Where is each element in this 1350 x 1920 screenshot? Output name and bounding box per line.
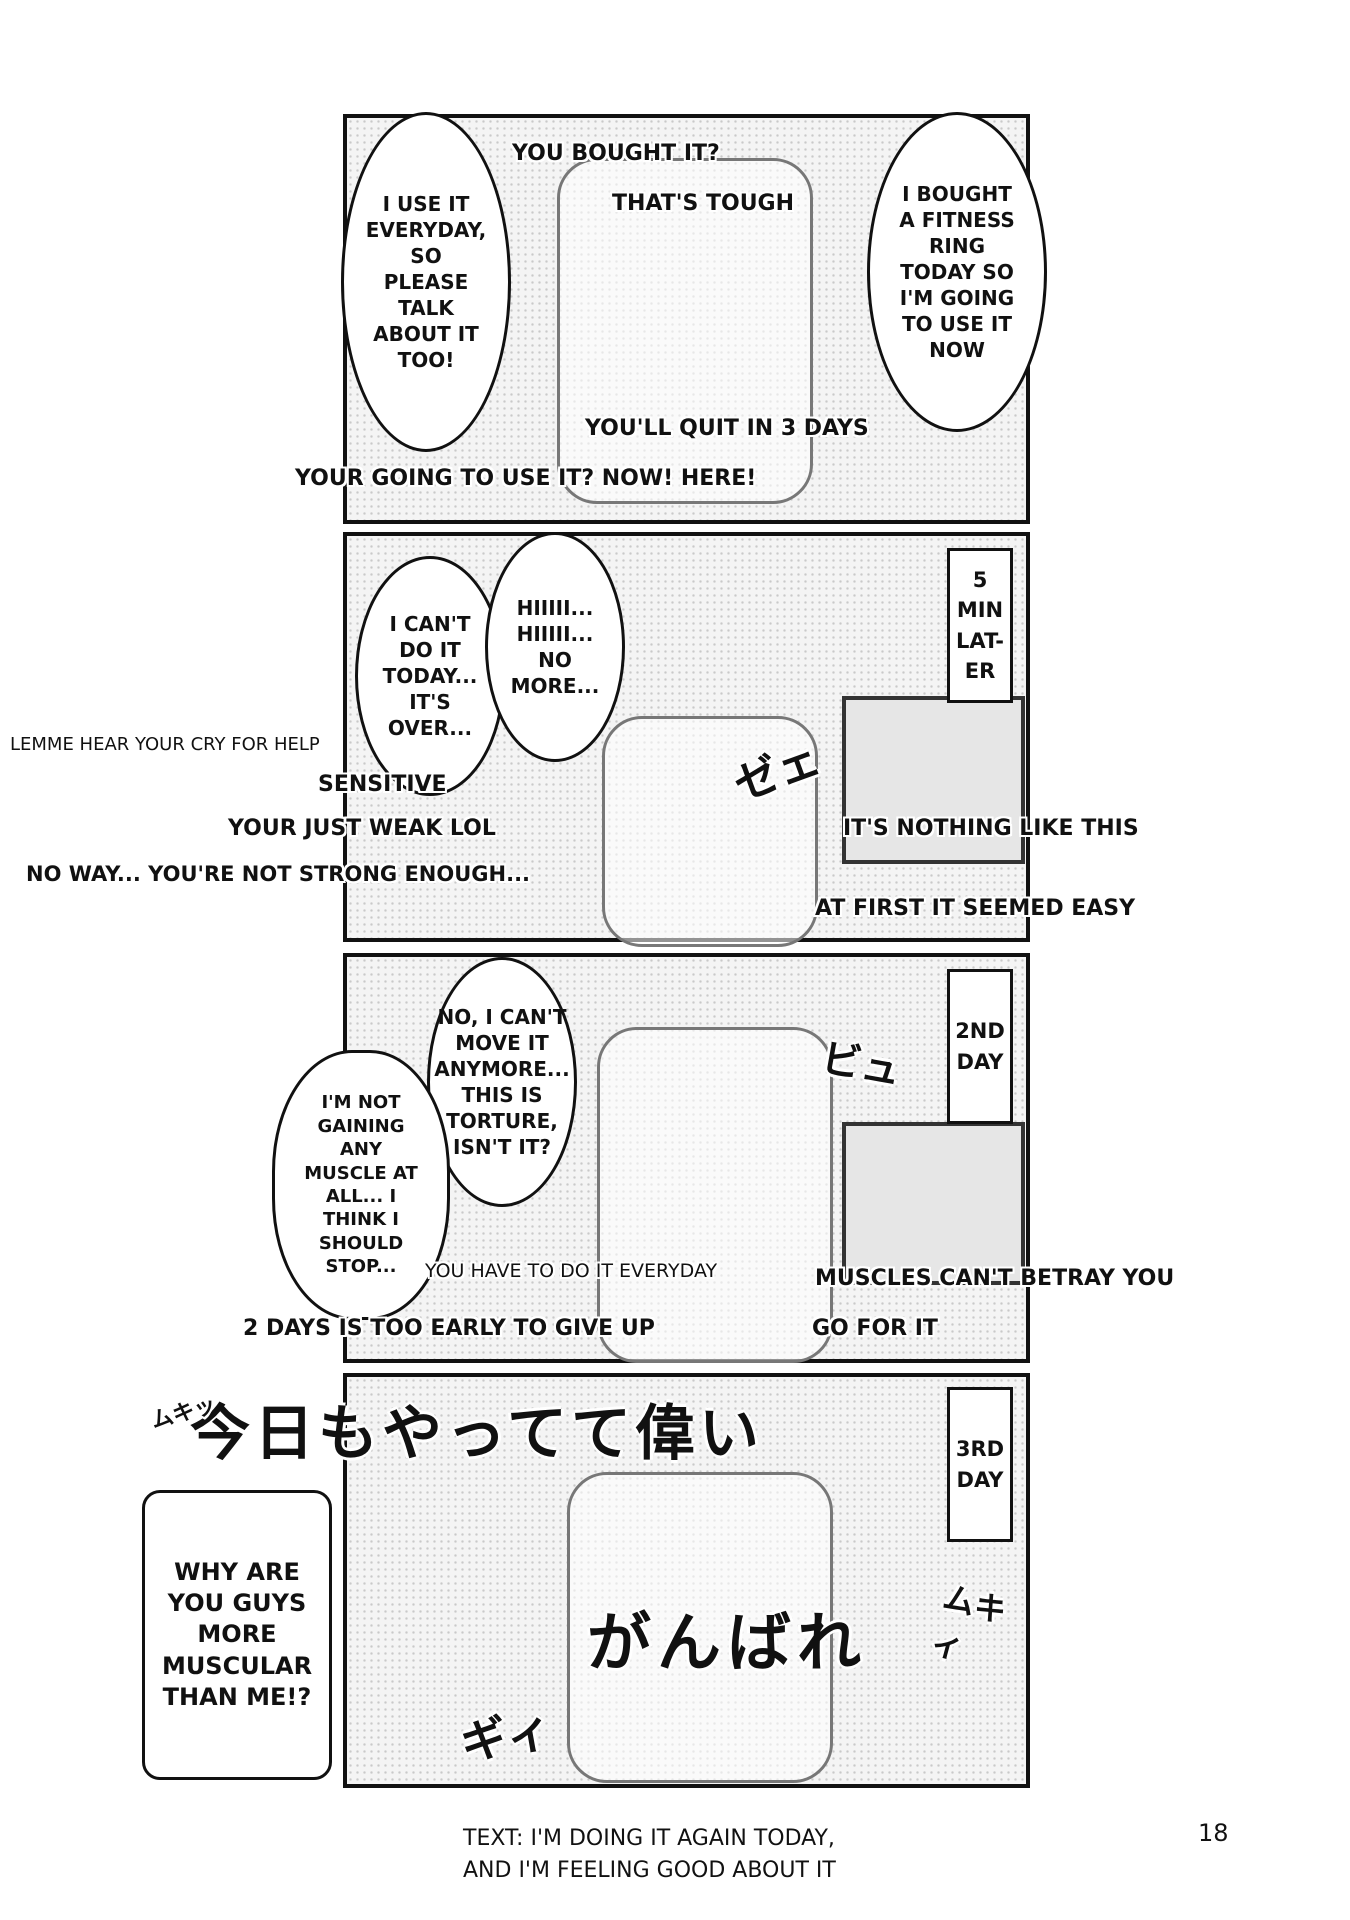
panel-3-art	[597, 1027, 833, 1363]
footer-note-line-2: AND I'M FEELING GOOD ABOUT IT	[463, 1858, 836, 1883]
panel-2-art	[602, 716, 818, 947]
panel-4-sfx-3: ムキィ	[927, 1577, 1011, 1668]
footer-note-line-1: TEXT: I'M DOING IT AGAIN TODAY,	[463, 1826, 835, 1851]
panel-3-caption: 2ND DAY	[947, 969, 1013, 1124]
panel-2-caption: 5 MIN LAT- ER	[947, 548, 1013, 703]
panel-1-art	[557, 158, 813, 504]
panel-3-chat-4: GO FOR IT	[812, 1316, 938, 1341]
panel-4-caption: 3RD DAY	[947, 1387, 1013, 1542]
panel-3-tv	[842, 1122, 1025, 1285]
panel-1-bubble-right-text: I BOUGHT A FITNESS RING TODAY SO I'M GOI…	[899, 182, 1015, 362]
panel-2-bubble-left: I CAN'T DO IT TODAY... IT'S OVER...	[355, 556, 505, 796]
panel-2: I CAN'T DO IT TODAY... IT'S OVER... HIII…	[343, 532, 1030, 947]
panel-2-chat-4: NO WAY... YOU'RE NOT STRONG ENOUGH...	[26, 862, 531, 886]
panel-2-bubble-right: HIIIII... HIIIII... NO MORE...	[485, 532, 625, 762]
panel-1-chat-1: YOU BOUGHT IT?	[512, 141, 720, 166]
panel-2-bubble-right-text: HIIIII... HIIIII... NO MORE...	[510, 596, 600, 698]
panel-1-chat-4: YOUR GOING TO USE IT? NOW! HERE!	[295, 466, 757, 491]
panel-4: 3RD DAY がんばれ ムキィ	[343, 1373, 1030, 1788]
panel-3-bubble-right: NO, I CAN'T MOVE IT ANYMORE... THIS IS T…	[427, 957, 577, 1207]
panel-3-bubble-right-text: NO, I CAN'T MOVE IT ANYMORE... THIS IS T…	[434, 1005, 570, 1159]
panel-3-chat-1: YOU HAVE TO DO IT EVERYDAY	[425, 1260, 718, 1282]
panel-1-bubble-right: I BOUGHT A FITNESS RING TODAY SO I'M GOI…	[867, 112, 1047, 432]
panel-2-chat-2: SENSITIVE	[318, 772, 447, 797]
panel-2-caption-text: 5 MIN LAT- ER	[956, 567, 1004, 683]
panel-2-tv	[842, 696, 1025, 864]
panel-4-art	[567, 1472, 833, 1783]
panel-2-chat-6: AT FIRST IT SEEMED EASY	[815, 896, 1136, 921]
panel-2-chat-3: YOUR JUST WEAK LOL	[228, 816, 496, 841]
panel-4-caption-text: 3RD DAY	[955, 1437, 1005, 1492]
panel-3-chat-3: 2 DAYS IS TOO EARLY TO GIVE UP	[243, 1316, 655, 1341]
panel-3-chat-2: MUSCLES CAN'T BETRAY YOU	[815, 1266, 1175, 1291]
panel-4-sfx-jp: がんばれ	[587, 1607, 867, 1681]
panel-2-chat-5: IT'S NOTHING LIKE THIS	[843, 816, 1139, 841]
panel-4-shout-text: WHY ARE YOU GUYS MORE MUSCULAR THAN ME!?	[161, 1558, 313, 1711]
page-number: 18	[1198, 1819, 1229, 1847]
panel-3: NO, I CAN'T MOVE IT ANYMORE... THIS IS T…	[343, 953, 1030, 1363]
panel-3-caption-text: 2ND DAY	[955, 1019, 1005, 1074]
panel-4-shout-bubble: WHY ARE YOU GUYS MORE MUSCULAR THAN ME!?	[142, 1490, 332, 1780]
panel-1-bubble-left-text: I USE IT EVERYDAY, SO PLEASE TALK ABOUT …	[365, 192, 487, 372]
panel-1-bubble-left: I USE IT EVERYDAY, SO PLEASE TALK ABOUT …	[341, 112, 511, 452]
panel-1-chat-3: YOU'LL QUIT IN 3 DAYS	[585, 416, 869, 441]
panel-2-bubble-left-text: I CAN'T DO IT TODAY... IT'S OVER...	[382, 612, 478, 740]
panel-4-title-jp: 今日もやってて偉い	[190, 1399, 763, 1469]
panel-3-bubble-left: I'M NOT GAINING ANY MUSCLE AT ALL... I T…	[272, 1050, 450, 1320]
panel-1: I USE IT EVERYDAY, SO PLEASE TALK ABOUT …	[341, 112, 1047, 524]
panel-3-bubble-left-text: I'M NOT GAINING ANY MUSCLE AT ALL... I T…	[304, 1092, 418, 1278]
panel-2-chat-1: LEMME HEAR YOUR CRY FOR HELP	[10, 734, 320, 755]
panel-1-chat-2: THAT'S TOUGH	[612, 191, 795, 216]
